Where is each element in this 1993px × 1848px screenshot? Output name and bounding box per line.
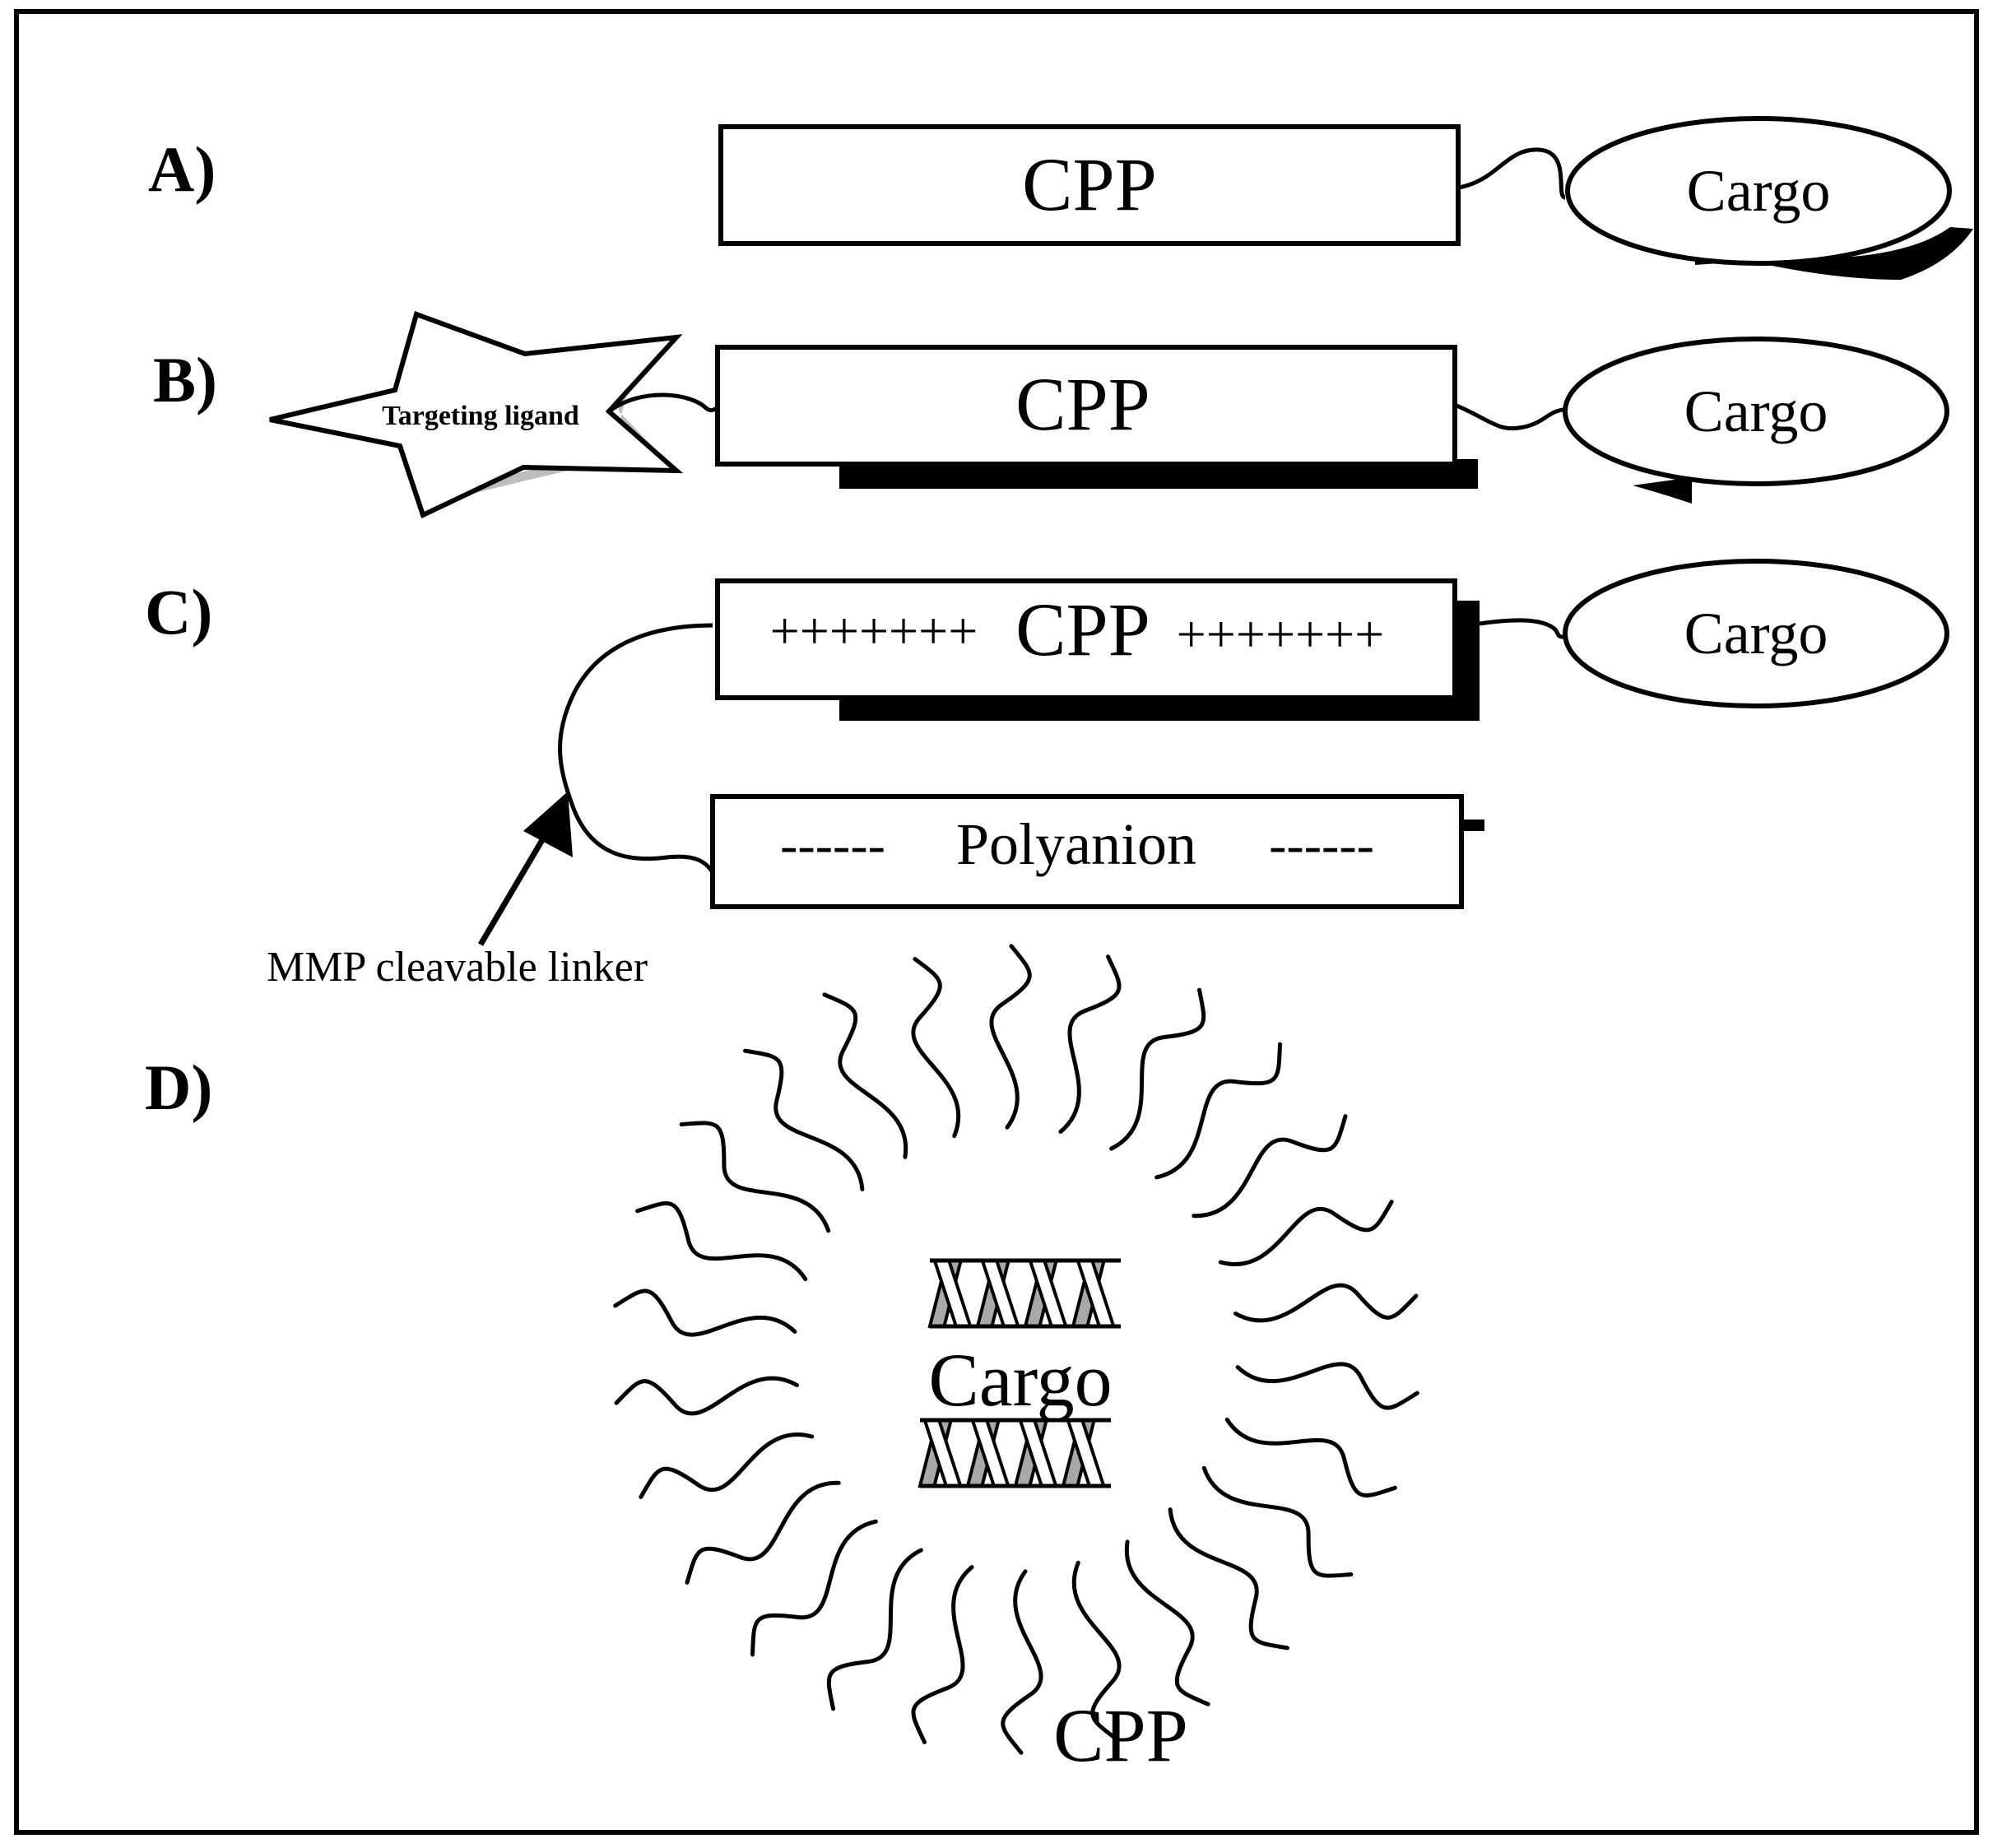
- panel-a-linker: [1457, 147, 1567, 200]
- cpp-tail: [1001, 1569, 1043, 1755]
- panel-b-cpp-box: [715, 345, 1457, 467]
- cpp-tail: [1235, 1362, 1419, 1410]
- cpp-tail: [1218, 1200, 1394, 1266]
- panel-b-label: B): [153, 344, 217, 416]
- figure-frame: [14, 9, 1979, 1835]
- cpp-tail: [1071, 1560, 1122, 1742]
- panel-c-plus-right: +++++++: [1177, 605, 1385, 663]
- panel-c-cpp-box: [715, 578, 1457, 700]
- cpp-tail: [822, 992, 908, 1159]
- panel-a-label: A): [148, 133, 216, 205]
- panel-d: D) Cargo CPP: [145, 944, 1419, 1777]
- panel-a-cargo: [1565, 116, 1952, 266]
- cpp-tail: [989, 944, 1032, 1130]
- cpp-tail: [911, 1565, 974, 1744]
- cpp-tail: [743, 1048, 865, 1191]
- panel-c-polyanion-tab: [1460, 820, 1484, 831]
- panel-c-linker-arrow-head: [523, 792, 573, 857]
- panel-b-cargo-linker: [1454, 402, 1564, 431]
- panel-d-cargo-label: Cargo: [928, 1338, 1112, 1422]
- cpp-tail: [1058, 954, 1122, 1134]
- panel-c-plus-left: +++++++: [770, 601, 978, 660]
- panel-b: B) Targeting ligand CPP Cargo: [153, 311, 1949, 519]
- panel-b-cpp-label: CPP: [1015, 362, 1150, 446]
- panel-c-linker-label: MMP cleavable linker: [267, 944, 648, 991]
- cpp-tail: [1124, 1539, 1210, 1706]
- panel-d-cpp-label: CPP: [1053, 1693, 1188, 1777]
- panel-c-cargo-linker: [1479, 618, 1564, 639]
- panel-a-cpp-label: CPP: [1022, 142, 1157, 226]
- panel-b-ligand-linker: [607, 392, 722, 414]
- cpp-tail: [639, 1432, 815, 1499]
- panel-c-polyanion-box: [710, 794, 1464, 909]
- cpp-tail: [911, 957, 961, 1139]
- panel-c-minus-left: ------: [780, 815, 885, 874]
- panel-b-ligand-star: [269, 311, 684, 519]
- panel-d-helix-bottom: [918, 1418, 1111, 1488]
- cpp-tail: [1154, 1042, 1282, 1180]
- panel-c-label: C): [145, 576, 212, 648]
- cpp-tail: [679, 1121, 831, 1233]
- cpp-tail: [635, 1201, 808, 1282]
- panel-b-cargo-label: Cargo: [1684, 378, 1828, 444]
- panel-d-helix-top: [927, 1258, 1121, 1329]
- panel-d-label: D): [145, 1052, 212, 1123]
- panel-c: C) +++++++ CPP +++++++ Cargo ------ Poly…: [145, 559, 1949, 991]
- cpp-tail: [613, 1288, 797, 1337]
- panel-a-cargo-shadow: [1695, 227, 1973, 280]
- panel-d-cpp-tails: [613, 944, 1419, 1755]
- cpp-tail: [1233, 1283, 1419, 1323]
- cpp-tail: [614, 1376, 799, 1416]
- cpp-tail: [826, 1548, 923, 1711]
- panel-c-cargo-label: Cargo: [1684, 601, 1828, 666]
- panel-a: A) CPP Cargo: [148, 116, 1973, 280]
- panel-c-cargo: [1563, 559, 1949, 708]
- cpp-tail: [685, 1480, 841, 1585]
- panel-a-cpp-box: [718, 124, 1461, 246]
- panel-b-cargo-shadow: [1633, 477, 1692, 504]
- panel-b-ligand-label: Targeting ligand: [382, 401, 579, 431]
- cpp-tail: [1192, 1114, 1348, 1219]
- panel-a-cargo-label: Cargo: [1687, 158, 1831, 224]
- panel-c-cpp-label: CPP: [1015, 587, 1150, 671]
- panel-c-polyanion-label: Polyanion: [956, 811, 1196, 877]
- panel-c-mmp-linker: [558, 623, 715, 874]
- panel-c-minus-right: ------: [1269, 815, 1374, 874]
- cpp-tail: [1109, 987, 1206, 1151]
- cpp-tail: [1224, 1417, 1397, 1497]
- cpp-tail: [1168, 1507, 1289, 1651]
- cpp-tail: [750, 1519, 878, 1657]
- panel-b-cargo: [1563, 337, 1949, 486]
- cpp-tail: [1201, 1465, 1354, 1578]
